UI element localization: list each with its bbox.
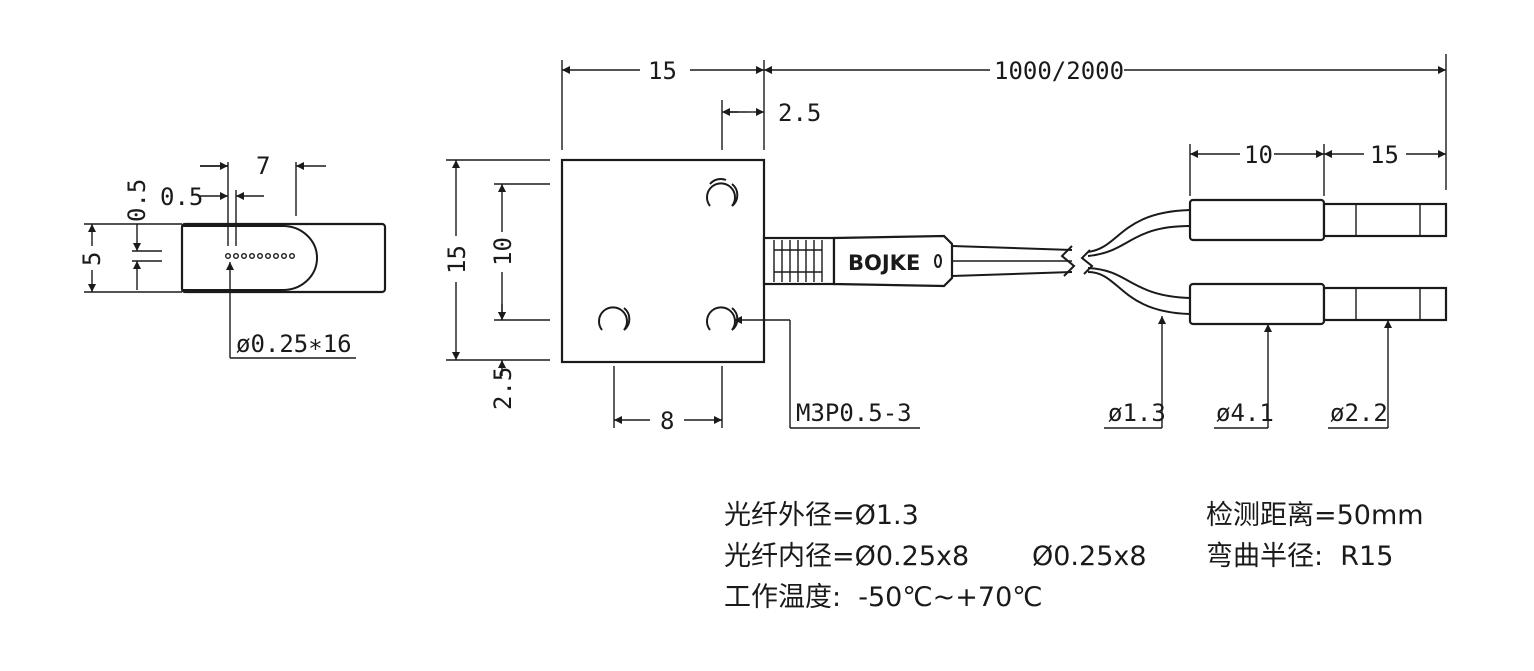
dim-hole-pitch-8: 8 <box>660 407 674 435</box>
dim-fiber-dia: ø1.3 <box>1108 399 1166 427</box>
dim-tip-0-5-v: 0.5 <box>123 179 151 222</box>
spec-detect-distance: 检测距离=50mm <box>1206 500 1424 531</box>
dim-pin-15: 15 <box>1370 141 1399 169</box>
cable-break <box>1060 245 1076 277</box>
fiber-array-label: ø0.25∗16 <box>236 330 352 358</box>
dim-hole-offset-2-5: 2.5 <box>778 99 821 127</box>
tip-view: 7 0.5 0.5 5 ø0.25∗16 <box>78 152 387 359</box>
dim-pin-dia: ø2.2 <box>1330 399 1388 427</box>
connector-pin <box>1322 202 1448 238</box>
dim-hole-pitch-10: 10 <box>489 237 517 266</box>
dim-bottom-offset-2-5: 2.5 <box>489 367 517 410</box>
tip-window <box>182 225 318 291</box>
brand-label: BOJKE <box>848 251 920 275</box>
dim-sleeve-10: 10 <box>1244 141 1273 169</box>
dim-tip-7: 7 <box>256 152 270 180</box>
dim-tip-0-5-h: 0.5 <box>160 183 203 211</box>
spec-outer-diameter: 光纤外径=Ø1.3 <box>724 500 919 531</box>
connector-pin <box>1322 286 1448 322</box>
brand-sleeve <box>832 234 954 288</box>
dim-sleeve-dia: ø4.1 <box>1216 399 1274 427</box>
brand-dot <box>934 254 942 268</box>
split-break <box>1080 249 1094 275</box>
block-body <box>560 158 766 364</box>
dim-tip-5: 5 <box>78 252 106 266</box>
strain-relief-ribs <box>773 240 823 282</box>
spec-inner-diameter: 光纤内径=Ø0.25x8 <box>724 541 970 572</box>
spec-temperature: 工作温度: -50℃~+70℃ <box>724 582 1043 613</box>
dim-block-height-15: 15 <box>443 245 471 274</box>
connector-sleeve <box>1188 198 1326 242</box>
mounting-hole <box>598 306 631 331</box>
thread-spec-label: M3P0.5-3 <box>796 399 912 427</box>
connector-sleeve <box>1188 282 1326 326</box>
cable-assembly: BOJKE 10 15 ø1.3 <box>762 141 1448 429</box>
dim-block-width-15: 15 <box>648 57 677 85</box>
block-view: 15 1000/2000 2.5 15 10 2.5 8 <box>443 54 1447 435</box>
fiber-dot-row <box>224 252 296 259</box>
dim-cable-length: 1000/2000 <box>994 57 1124 85</box>
mounting-hole <box>706 177 739 207</box>
spec-bend-radius: 弯曲半径: R15 <box>1206 541 1394 572</box>
spec-inner-diameter-b: Ø0.25x8 <box>1032 541 1147 572</box>
